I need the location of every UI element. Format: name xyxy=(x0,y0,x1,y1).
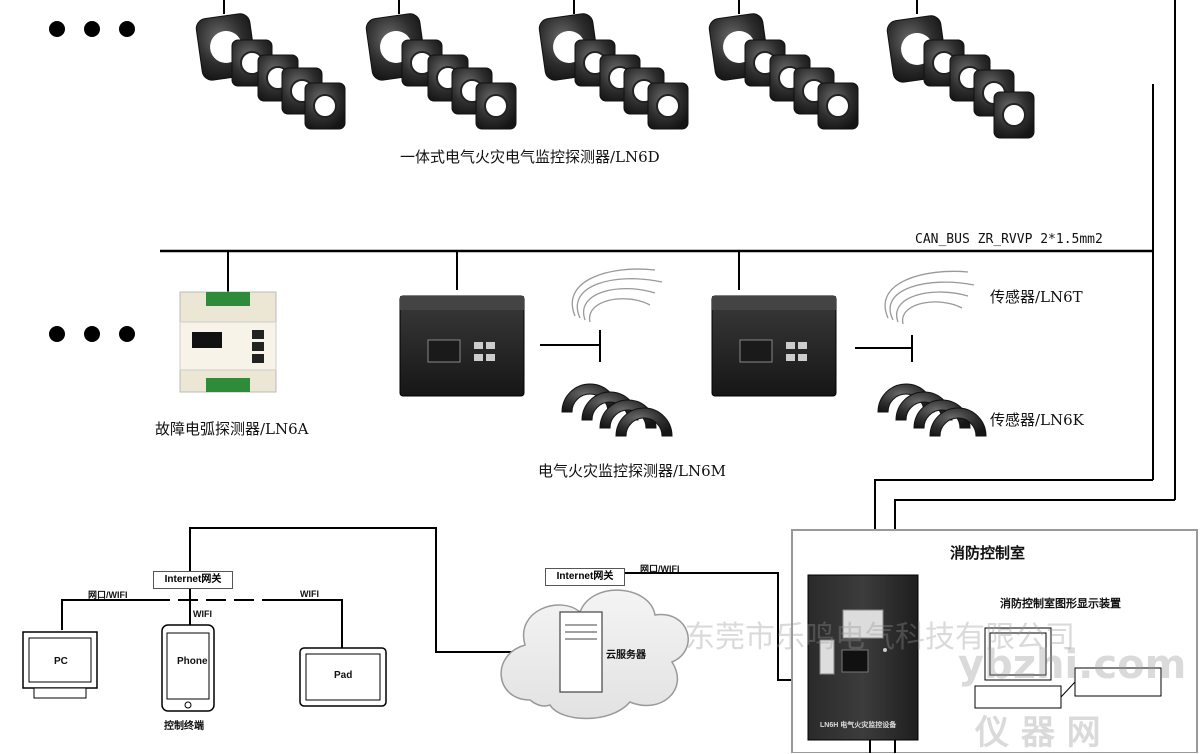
cloud-label: 云服务器 xyxy=(606,650,646,661)
link-label-cloud: 网口/WIFI xyxy=(640,564,680,574)
ln6d-detector-4 xyxy=(708,0,859,130)
watermark-site: ybzhi.com xyxy=(958,642,1187,688)
pad-icon xyxy=(299,647,387,707)
watermark-company: 东莞市乐鸣电气科技有限公司 xyxy=(685,620,1075,655)
ln6m-detector-2 xyxy=(711,295,837,397)
ln6t-sensor-1 xyxy=(571,268,663,323)
ln6k-sensor-1 xyxy=(561,383,673,437)
display-label: 消防控制室图形显示装置 xyxy=(1000,598,1121,610)
bus-spec-label: CAN_BUS ZR_RVVP 2*1.5mm2 xyxy=(915,232,1103,247)
terminal-label: 控制终端 xyxy=(164,721,204,732)
ln6m-detector-1 xyxy=(399,295,525,397)
cloud-icon xyxy=(500,589,689,720)
more-devices-dots-top xyxy=(49,21,135,37)
ln6d-detector-5 xyxy=(886,0,1035,139)
pc-icon xyxy=(22,631,98,699)
ln6m-label: 电气火灾监控探测器/LN6M xyxy=(538,462,727,480)
room-title: 消防控制室 xyxy=(950,545,1026,562)
pad-label: Pad xyxy=(334,670,353,681)
phone-icon xyxy=(161,624,215,712)
more-devices-dots-middle xyxy=(49,326,135,342)
ln6t-label: 传感器/LN6T xyxy=(990,288,1083,306)
watermark-site-cn: 仪 器 网 xyxy=(975,713,1101,753)
ln6d-detector-2 xyxy=(365,0,517,130)
sensor-connectors xyxy=(540,330,913,362)
ln6t-sensor-2 xyxy=(884,270,975,325)
ln6k-sensor-2 xyxy=(877,383,987,437)
link-label-pad: WIFI xyxy=(300,589,319,599)
ln6d-detector-1 xyxy=(195,0,346,130)
pc-label: PC xyxy=(54,656,68,667)
gateway-left: Internet网关 xyxy=(153,571,233,589)
fire-control-room xyxy=(791,529,1198,753)
ln6k-label: 传感器/LN6K xyxy=(990,411,1084,429)
ln6a-arc-fault-detector xyxy=(179,291,277,393)
ln6d-detector-3 xyxy=(538,0,689,130)
link-label-pc: 网口/WIFI xyxy=(88,590,128,600)
ln6d-detector-group xyxy=(195,0,1035,139)
host-label: LN6H 电气火灾监控设备 xyxy=(820,722,897,729)
can-bus-line xyxy=(160,84,1175,560)
link-label-phone: WIFI xyxy=(193,609,212,619)
ln6a-label: 故障电弧探测器/LN6A xyxy=(155,420,309,438)
ln6d-label: 一体式电气火灾电气监控探测器/LN6D xyxy=(400,148,660,166)
gateway-cloud: Internet网关 xyxy=(545,568,625,586)
phone-label: Phone xyxy=(177,656,208,667)
